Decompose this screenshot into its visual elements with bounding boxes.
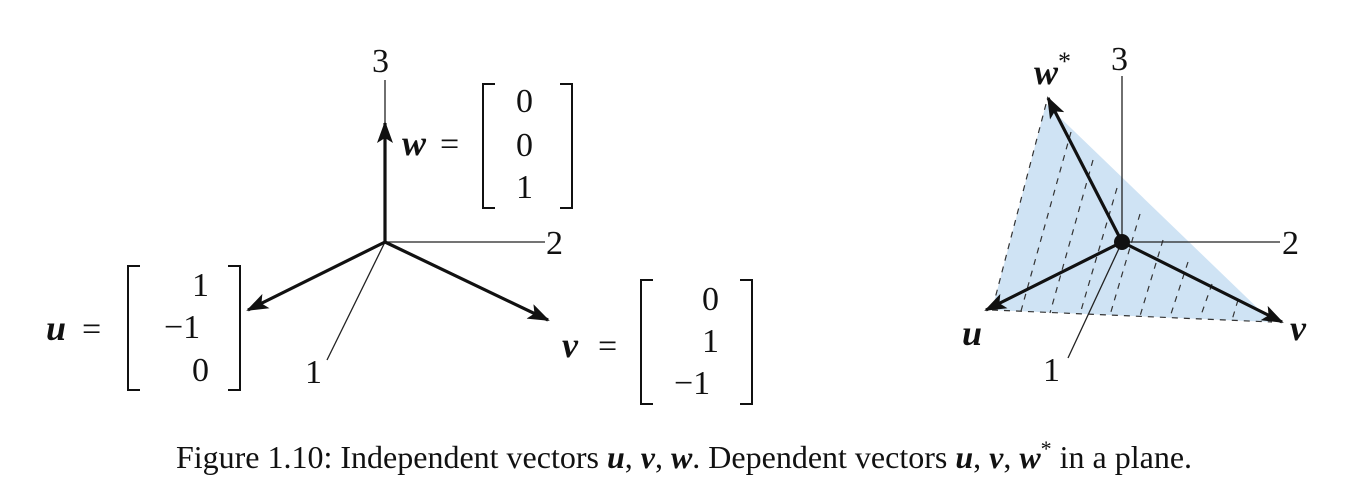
vector-u-equals: =: [82, 311, 101, 348]
vector-w-left-bracket: [482, 83, 495, 209]
vector-v-left-bracket: [640, 279, 653, 405]
plane-dashed-lines: [991, 103, 1273, 323]
figure-caption: Figure 1.10: Independent vectors u, v, w…: [176, 436, 1192, 475]
vector-w-equals: =: [440, 126, 459, 163]
vector-u-symbol: u: [46, 308, 66, 348]
vector-v-component-2: 1: [702, 323, 719, 360]
vector-w-star-label: w*: [1034, 47, 1071, 92]
axis-2-label: 2: [546, 225, 563, 262]
right-axis-1-label: 1: [1043, 352, 1060, 389]
vector-u-arrow: [246, 240, 386, 312]
vector-w-component-1: 0: [516, 83, 533, 120]
vector-v-symbol: v: [562, 325, 579, 365]
vector-v-right-arrow: [1121, 240, 1284, 324]
vector-u-right-label: u: [962, 313, 982, 353]
origin-dot: [1114, 234, 1130, 250]
right-axis-3-label: 3: [1111, 41, 1128, 78]
vector-v-equals: =: [598, 328, 617, 365]
vector-u-right-arrow: [984, 240, 1123, 312]
vector-w-component-2: 0: [516, 127, 533, 164]
axis-1-label: 1: [305, 354, 322, 391]
vector-v-arrow: [384, 240, 550, 322]
vector-v-right-label: v: [1290, 308, 1307, 348]
vector-v-component-3: −1: [674, 365, 710, 402]
vector-w-right-bracket: [560, 83, 573, 209]
right-axis-1-line: [1067, 241, 1123, 359]
vector-u-component-2: −1: [164, 309, 200, 346]
vector-v-definition: v = 0 1 −1: [562, 279, 753, 405]
vector-u-component-3: 0: [192, 352, 209, 389]
vector-u-definition: u = 1 −1 0: [46, 265, 241, 391]
vector-v-component-1: 0: [702, 281, 719, 318]
dependent-plane: [992, 104, 1272, 322]
axis-1-line: [326, 241, 386, 361]
vector-w-symbol: w: [402, 123, 427, 163]
right-axis-2-label: 2: [1282, 225, 1299, 262]
vector-w-star-arrow: [1046, 96, 1124, 243]
vector-u-component-1: 1: [192, 267, 209, 304]
vector-u-left-bracket: [127, 265, 140, 391]
vector-u-right-bracket: [228, 265, 241, 391]
vector-v-right-bracket: [740, 279, 753, 405]
right-diagram: 3 2 1 w* u v: [962, 41, 1307, 389]
vector-w-definition: w = 0 0 1: [402, 83, 573, 209]
left-diagram: 3 2 1 w = 0 0 1 u = 1 −1 0 v: [46, 43, 753, 405]
vector-w-component-3: 1: [516, 169, 533, 206]
axis-3-label: 3: [372, 43, 389, 80]
